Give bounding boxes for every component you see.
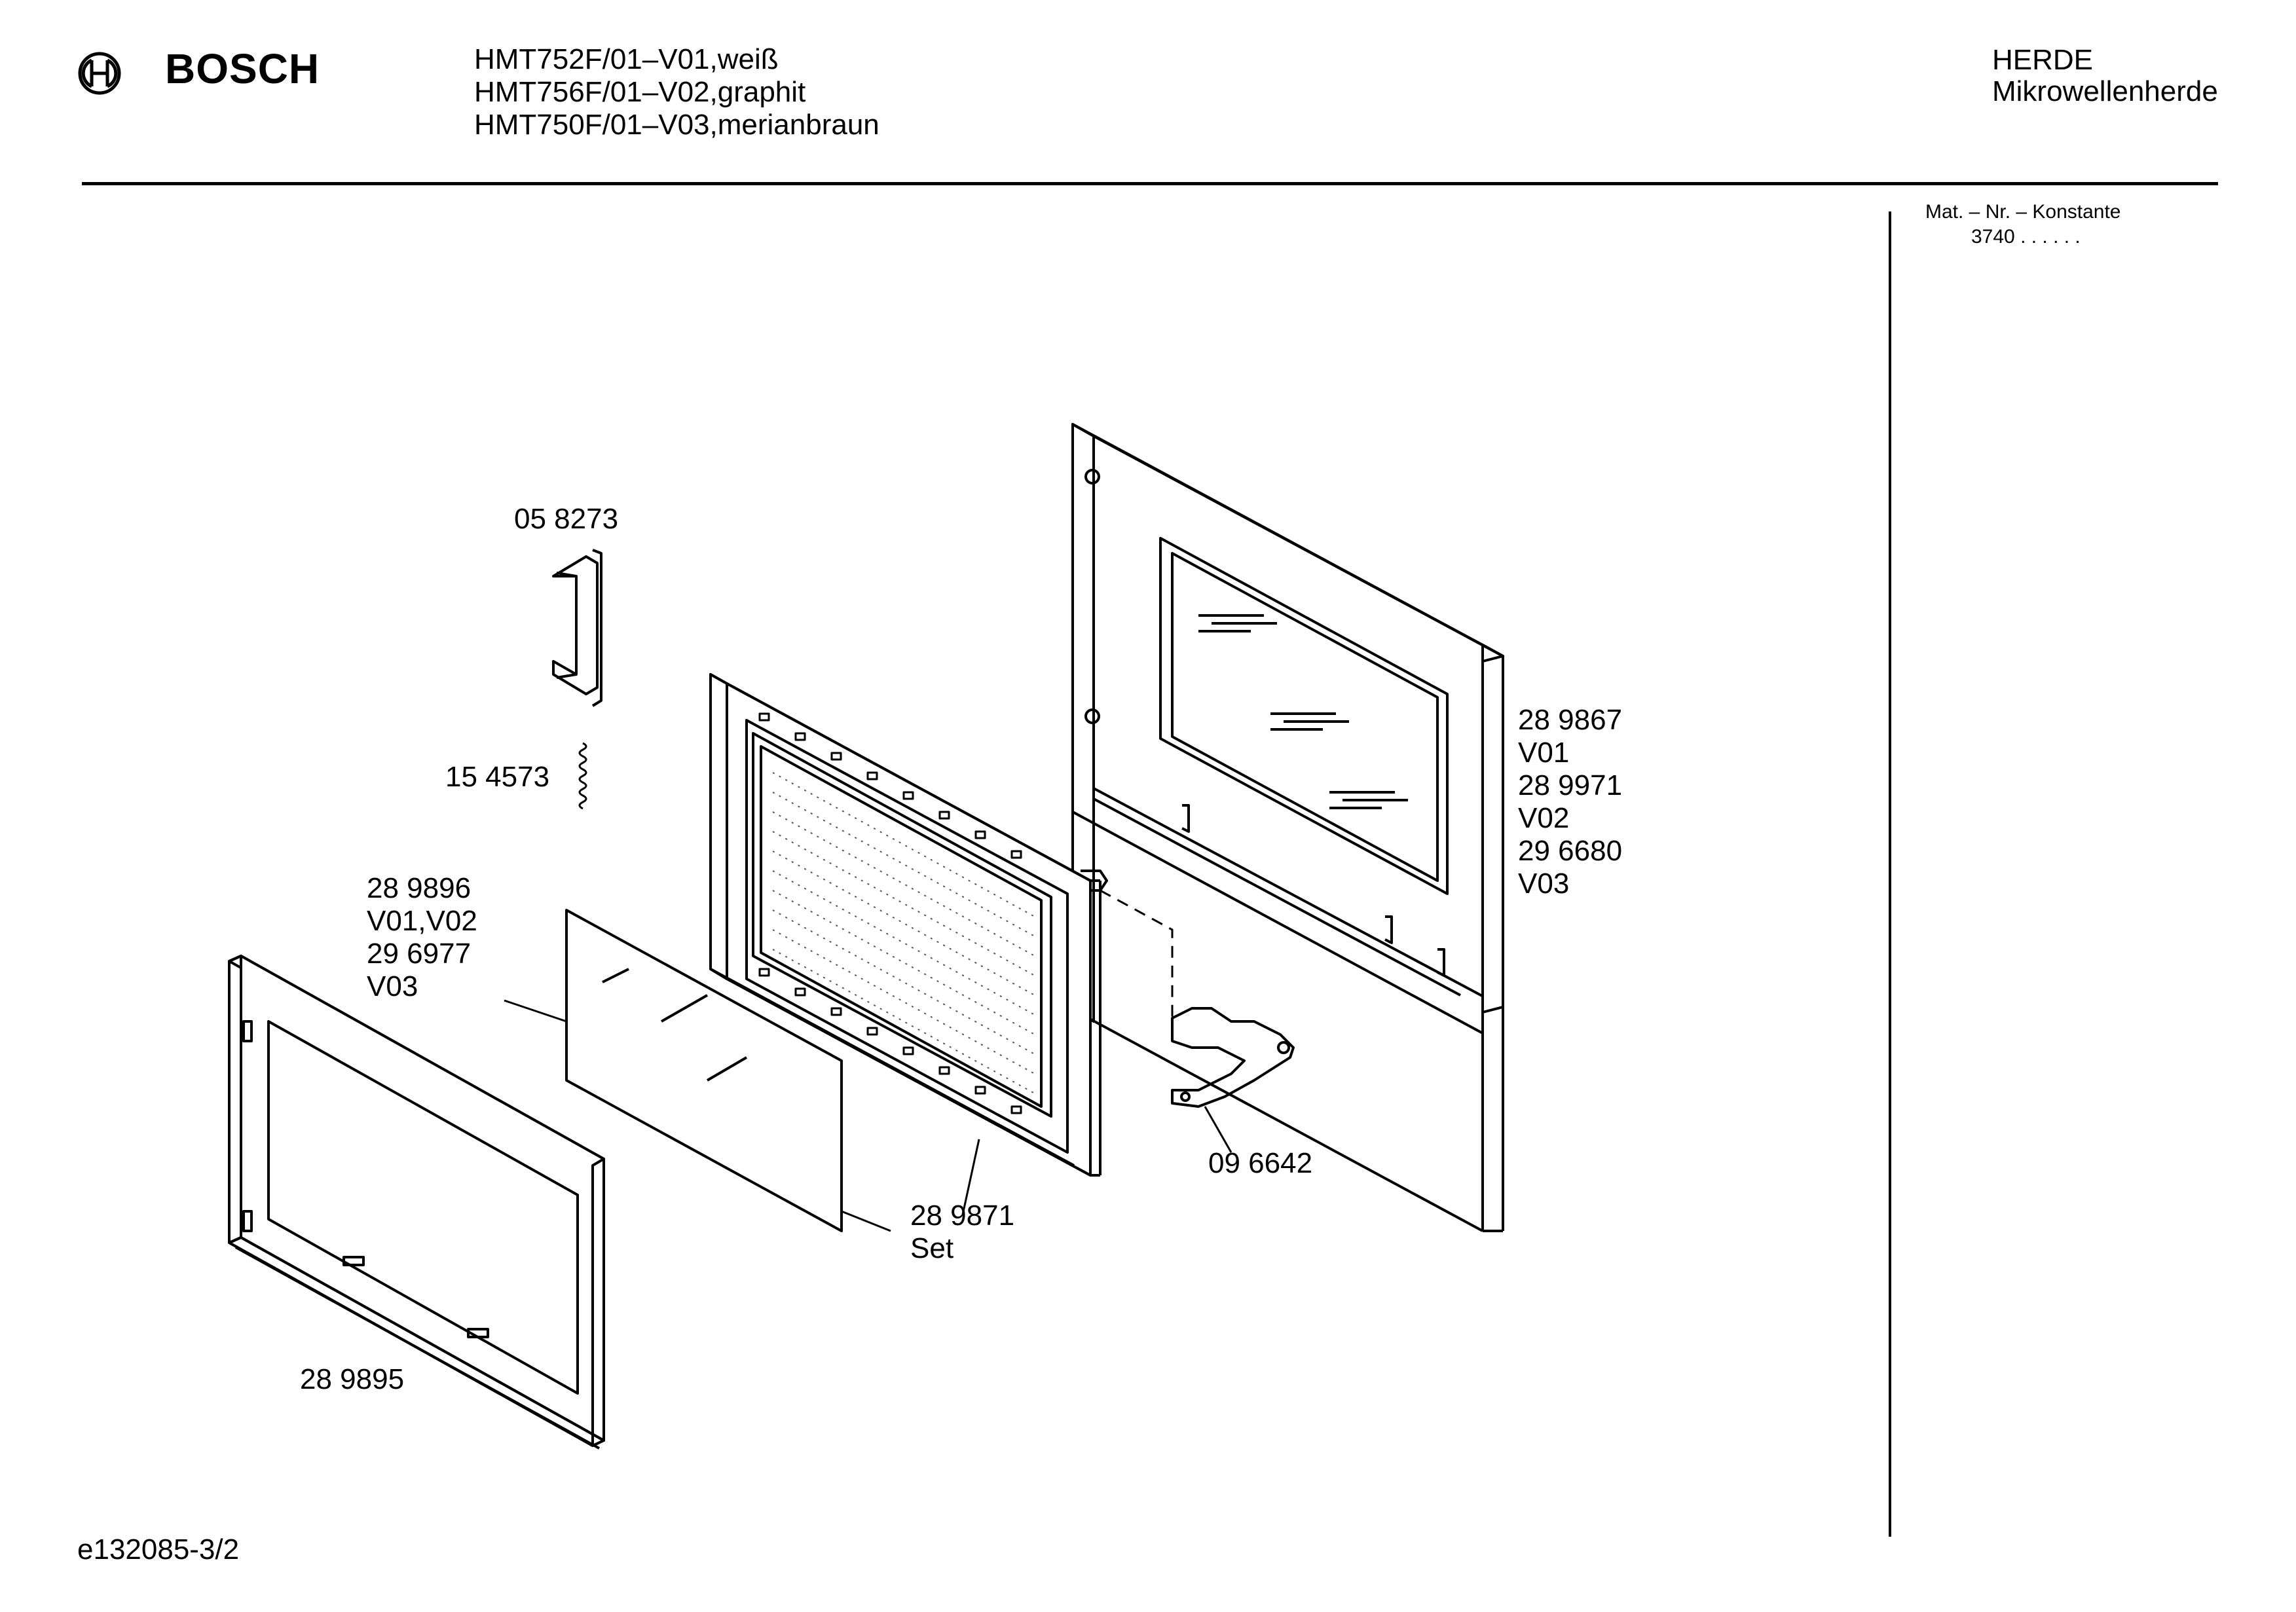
side-divider: [1889, 211, 1891, 1537]
part-variant: V01,V02: [367, 905, 477, 937]
model-line: HMT752F/01–V01,weiß: [474, 43, 779, 75]
header-divider: [82, 182, 2218, 185]
part-variant: V03: [367, 970, 418, 1002]
part-number: 29 6977: [367, 938, 472, 970]
leader-lines: [504, 889, 1232, 1232]
glass-pane-drawing: [565, 909, 843, 1232]
material-constant-title: Mat. – Nr. – Konstante: [1925, 201, 2121, 223]
part-number: 28 9971: [1518, 769, 1623, 801]
part-variant: Set: [910, 1232, 954, 1264]
part-label-front-frame: 28 9895: [300, 1363, 405, 1395]
model-line: HMT750F/01–V03,merianbraun: [474, 109, 880, 141]
brand-name: BOSCH: [165, 45, 320, 92]
part-number: 28 9896: [367, 872, 472, 904]
category-main: HERDE: [1992, 44, 2094, 76]
material-constant-value: 3740 . . . . . .: [1971, 226, 2081, 247]
part-number: 28 9867: [1518, 704, 1623, 736]
bosch-logo-icon: [78, 52, 121, 95]
part-label-outer-door: 28 9867 V01 28 9971 V02 29 6680 V03: [1518, 704, 1622, 900]
part-variant: V01: [1518, 737, 1570, 769]
inner-door-slots: [758, 712, 1022, 1114]
clip-drawing: [552, 549, 602, 707]
part-number: 28 9871: [910, 1200, 1015, 1232]
model-list: HMT752F/01–V01,weiß HMT756F/01–V02,graph…: [474, 43, 880, 141]
part-variant: V03: [1518, 868, 1570, 900]
part-label-hinge: 09 6642: [1208, 1147, 1313, 1179]
part-label-spring: 15 4573: [445, 761, 550, 793]
spring-drawing: [578, 742, 587, 810]
category-sub: Mikrowellenherde: [1992, 75, 2218, 107]
front-frame-drawing: [228, 955, 605, 1450]
document-code: e132085-3/2: [77, 1533, 240, 1566]
part-label-clip: 05 8273: [514, 503, 619, 535]
outer-door-drawing: [1071, 423, 1504, 1232]
model-line: HMT756F/01–V02,graphit: [474, 76, 806, 108]
part-variant: V02: [1518, 802, 1570, 834]
category: HERDE Mikrowellenherde: [1992, 45, 2218, 107]
hinge-drawing: [1171, 1007, 1295, 1108]
part-label-glass: 28 9896 V01,V02 29 6977 V03: [367, 872, 477, 1003]
part-label-inner-door: 28 9871 Set: [910, 1200, 1014, 1265]
part-number: 29 6680: [1518, 835, 1623, 867]
inner-door-drawing: [709, 673, 1102, 1177]
material-constant: Mat. – Nr. – Konstante 3740 . . . . . .: [1925, 200, 2121, 249]
